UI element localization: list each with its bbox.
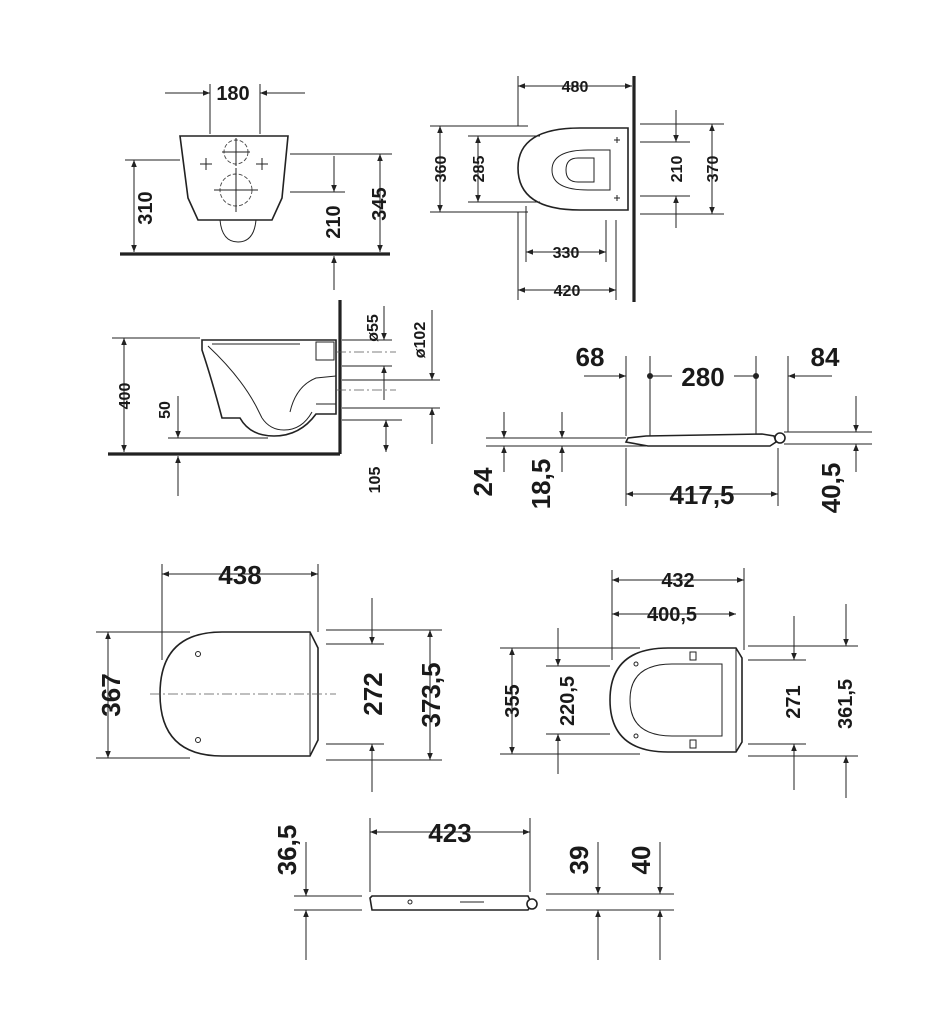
dim-345: 345 — [369, 187, 391, 220]
dim-417-5: 417,5 — [669, 480, 734, 510]
dim-438: 438 — [218, 560, 261, 590]
dim-105: 105 — [367, 467, 384, 494]
dim-400: 400 — [117, 383, 134, 410]
dim-210-top: 210 — [669, 156, 686, 183]
dim-361-5: 361,5 — [835, 679, 857, 729]
dim-271: 271 — [783, 685, 805, 718]
lid-top-view: 438 367 272 373,5 — [96, 560, 446, 792]
dim-36-5: 36,5 — [272, 825, 302, 876]
dim-285: 285 — [471, 156, 488, 183]
dim-420: 420 — [554, 283, 581, 300]
front-view: 180 310 210 345 — [120, 83, 392, 290]
dim-480: 480 — [562, 79, 589, 96]
dim-220-5: 220,5 — [557, 676, 579, 726]
dim-280: 280 — [681, 362, 724, 392]
dim-24: 24 — [468, 467, 498, 496]
dim-355: 355 — [502, 684, 524, 717]
dim-diam-102: ø102 — [412, 322, 429, 359]
dim-40-5: 40,5 — [816, 463, 846, 514]
dim-272: 272 — [358, 672, 388, 715]
dim-370: 370 — [705, 156, 722, 183]
dim-360: 360 — [433, 156, 450, 183]
dim-310: 310 — [135, 191, 157, 224]
dim-330: 330 — [553, 245, 580, 262]
dim-367: 367 — [96, 673, 126, 716]
dim-50: 50 — [157, 401, 174, 419]
dim-diam-55: ø55 — [365, 314, 382, 342]
lid-side-view: 423 36,5 39 40 — [272, 818, 674, 960]
dim-423: 423 — [428, 818, 471, 848]
dim-400-5: 400,5 — [647, 604, 697, 626]
dim-180: 180 — [216, 83, 249, 105]
dim-373-5: 373,5 — [416, 662, 446, 727]
seat-side-view: 68 280 84 24 18,5 417,5 40,5 — [468, 342, 872, 513]
side-view: ø55 ø102 400 50 105 — [108, 300, 440, 496]
dim-39: 39 — [564, 846, 594, 875]
dim-432: 432 — [661, 570, 694, 592]
dim-210-front: 210 — [323, 205, 345, 238]
seat-top-view: 432 400,5 355 220,5 271 361,5 — [500, 568, 858, 798]
top-view: 480 360 285 210 370 330 420 — [430, 76, 724, 302]
dim-84: 84 — [811, 342, 840, 372]
dim-68: 68 — [576, 342, 605, 372]
dim-40: 40 — [626, 846, 656, 875]
dim-18-5: 18,5 — [526, 459, 556, 510]
